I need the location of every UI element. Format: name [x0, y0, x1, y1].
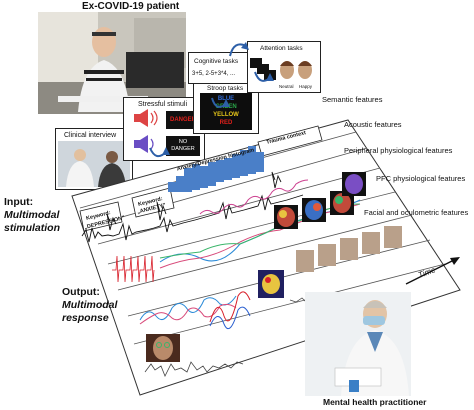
feature-semantic: Semantic features — [322, 95, 383, 104]
heatmap-face — [258, 270, 284, 298]
no-danger-screen: NO DANGER — [166, 136, 200, 156]
output-label-block: Output: Multimodal response — [62, 286, 117, 325]
stroop-word-red: RED — [219, 120, 233, 126]
stressful-stimuli-label: Stressful stimuli — [138, 101, 188, 108]
peripheral-pink-signal — [199, 179, 309, 215]
face-landmarks — [146, 334, 180, 362]
clinical-interview-label: Clinical interview — [64, 132, 117, 139]
clinical-interview-photo — [58, 141, 130, 187]
attention-panel: Attention tasks Neutral Happy — [247, 41, 321, 93]
face-label-happy: Happy — [299, 84, 313, 89]
danger-screen: DANGER — [166, 111, 200, 129]
cognitive-title: Cognitive tasks — [194, 58, 239, 65]
input-sub-2: stimulation — [4, 222, 61, 234]
anxiety-histogram — [168, 146, 264, 192]
stroop-title: Stroop tasks — [207, 85, 244, 92]
input-label-block: Input: Multimodal stimulation — [4, 196, 60, 235]
patient-photo — [38, 12, 186, 114]
practitioner-photo — [305, 292, 411, 396]
face-label-neutral: Neutral — [279, 84, 294, 89]
cognitive-panel: Cognitive tasks 3+5, 2-5+3*4, ... — [188, 52, 252, 84]
feature-facial: Facial and oculometric features — [364, 208, 469, 217]
danger-text: DANGER — [169, 117, 196, 123]
speaker-icons — [134, 109, 158, 153]
input-sub-1: Multimodal — [4, 209, 60, 221]
practitioner-title: Mental health practitioner — [323, 397, 427, 407]
clinical-interview-panel: Clinical interview — [55, 128, 133, 190]
input-label: Input: — [4, 196, 34, 208]
speaker-loud-icon — [134, 109, 158, 127]
stroop-word-yellow: YELLOW — [213, 112, 239, 118]
acoustic-waveform — [81, 171, 304, 243]
output-sub-2: response — [62, 312, 109, 324]
attention-title: Attention tasks — [260, 45, 303, 52]
ecg-signal — [112, 255, 155, 283]
no-danger-line-1: NO — [178, 139, 188, 145]
patient-title: Ex-COVID-19 patient — [82, 1, 180, 12]
output-label: Output: — [62, 286, 100, 298]
feature-pfc: PFC physiological features — [376, 174, 466, 183]
feature-acoustic: Acoustic features — [344, 120, 402, 129]
face-thumbnails — [296, 226, 402, 272]
feature-peripheral: Peripheral physiological features — [344, 146, 453, 155]
brain-maps — [274, 172, 366, 229]
no-danger-line-2: DANGER — [171, 146, 195, 152]
output-sub-1: Multimodal — [62, 299, 118, 311]
cognitive-expr: 3+5, 2-5+3*4, ... — [192, 71, 236, 77]
time-arrow — [405, 257, 460, 285]
